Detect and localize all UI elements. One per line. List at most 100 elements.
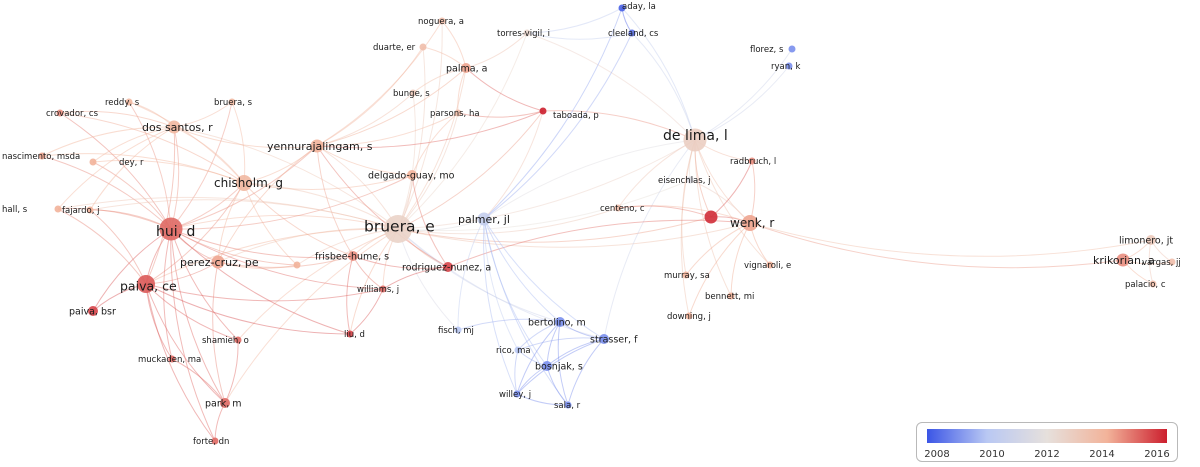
author-node[interactable] bbox=[348, 251, 358, 261]
author-label[interactable]: dey, r bbox=[119, 158, 144, 168]
author-node[interactable] bbox=[1168, 258, 1176, 266]
author-node[interactable] bbox=[293, 261, 301, 269]
author-node[interactable] bbox=[443, 262, 453, 272]
author-node[interactable] bbox=[419, 43, 427, 51]
author-node[interactable] bbox=[788, 45, 796, 53]
author-label[interactable]: taboada, p bbox=[553, 111, 599, 121]
author-label[interactable]: bennett, mi bbox=[705, 292, 754, 302]
author-label[interactable]: radbruch, l bbox=[730, 157, 776, 167]
author-node[interactable] bbox=[539, 107, 547, 115]
author-node[interactable] bbox=[523, 29, 531, 37]
author-label[interactable]: bruera, e bbox=[364, 217, 435, 235]
author-node[interactable] bbox=[682, 271, 690, 279]
author-node[interactable] bbox=[379, 285, 387, 293]
author-node[interactable] bbox=[685, 312, 693, 320]
author-label[interactable]: limonero, jt bbox=[1119, 235, 1173, 246]
author-label[interactable]: fajardo, j bbox=[62, 206, 99, 216]
author-label[interactable]: chisholm, g bbox=[214, 176, 283, 190]
author-label[interactable]: delgado-guay, mo bbox=[368, 170, 455, 181]
author-node[interactable] bbox=[514, 346, 522, 354]
author-node[interactable] bbox=[564, 401, 572, 409]
author-node[interactable] bbox=[89, 158, 97, 166]
author-label[interactable]: rodriguez-nunez, a bbox=[402, 262, 491, 273]
author-node[interactable] bbox=[748, 157, 756, 165]
author-label[interactable]: reddy, s bbox=[105, 98, 140, 108]
author-label[interactable]: willey, j bbox=[499, 390, 531, 400]
author-node[interactable] bbox=[513, 390, 521, 398]
author-label[interactable]: paiva, bsr bbox=[69, 306, 116, 317]
author-label[interactable]: ryan, k bbox=[771, 62, 801, 72]
author-node[interactable] bbox=[766, 261, 774, 269]
author-label[interactable]: eisenchlas, j bbox=[658, 176, 710, 186]
author-label[interactable]: liu, d bbox=[344, 330, 365, 340]
author-node[interactable] bbox=[1149, 280, 1157, 288]
author-label[interactable]: frisbee-hume, s bbox=[315, 251, 389, 262]
author-label[interactable]: hall, s bbox=[2, 205, 28, 215]
author-node[interactable] bbox=[618, 4, 626, 12]
author-label[interactable]: sala, r bbox=[554, 401, 581, 411]
author-label[interactable]: de lima, l bbox=[663, 128, 728, 144]
author-node[interactable] bbox=[599, 334, 609, 344]
author-label[interactable]: paiva, ce bbox=[120, 278, 177, 293]
author-label[interactable]: bunge, s bbox=[393, 89, 430, 99]
author-node[interactable] bbox=[683, 128, 707, 152]
author-label[interactable]: shamieh, o bbox=[202, 336, 249, 346]
author-node[interactable] bbox=[86, 206, 94, 214]
author-label[interactable]: duarte, er bbox=[373, 43, 416, 53]
author-label[interactable]: bosnjak, s bbox=[535, 361, 583, 372]
author-node[interactable] bbox=[346, 330, 354, 338]
author-label[interactable]: fisch, mj bbox=[438, 326, 474, 336]
author-label[interactable]: florez, s bbox=[750, 45, 784, 55]
author-node[interactable] bbox=[159, 217, 183, 241]
author-node[interactable] bbox=[168, 355, 176, 363]
author-node[interactable] bbox=[236, 175, 252, 191]
author-node[interactable] bbox=[228, 98, 236, 106]
author-label[interactable]: palacio, c bbox=[1125, 280, 1166, 290]
author-label[interactable]: murray, sa bbox=[664, 271, 710, 281]
author-label[interactable]: noguera, a bbox=[418, 17, 464, 27]
author-label[interactable]: yennurajalingam, s bbox=[267, 140, 373, 153]
author-node[interactable] bbox=[704, 210, 718, 224]
author-node[interactable] bbox=[56, 109, 64, 117]
author-node[interactable] bbox=[477, 212, 491, 226]
author-label[interactable]: aday, la bbox=[622, 2, 656, 12]
author-label[interactable]: perez-cruz, pe bbox=[180, 256, 259, 269]
author-node[interactable] bbox=[454, 109, 462, 117]
author-node[interactable] bbox=[310, 139, 324, 153]
author-label[interactable]: downing, j bbox=[667, 312, 711, 322]
author-label[interactable]: torres-vigil, i bbox=[497, 29, 550, 39]
author-label[interactable]: dos santos, r bbox=[142, 121, 213, 134]
author-node[interactable] bbox=[454, 326, 462, 334]
author-label[interactable]: strasser, f bbox=[590, 334, 638, 345]
author-node[interactable] bbox=[54, 205, 62, 213]
author-node[interactable] bbox=[125, 98, 133, 106]
author-label[interactable]: parsons, ha bbox=[430, 109, 480, 119]
author-node[interactable] bbox=[167, 120, 181, 134]
author-node[interactable] bbox=[384, 215, 412, 243]
author-node[interactable] bbox=[1116, 253, 1130, 267]
author-node[interactable] bbox=[542, 361, 552, 371]
author-node[interactable] bbox=[628, 29, 636, 37]
author-label[interactable]: cleeland, cs bbox=[608, 29, 659, 39]
author-label[interactable]: muckaden, ma bbox=[138, 355, 201, 365]
author-label[interactable]: park, m bbox=[205, 398, 242, 409]
author-label[interactable]: nascimento, msda bbox=[2, 152, 80, 162]
author-node[interactable] bbox=[555, 317, 565, 327]
author-label[interactable]: hui, d bbox=[156, 224, 195, 240]
author-label[interactable]: palma, a bbox=[446, 63, 487, 74]
author-node[interactable] bbox=[88, 306, 98, 316]
author-node[interactable] bbox=[727, 292, 735, 300]
author-label[interactable]: palmer, jl bbox=[458, 213, 510, 226]
author-node[interactable] bbox=[742, 215, 758, 231]
author-node[interactable] bbox=[38, 152, 46, 160]
author-node[interactable] bbox=[686, 176, 694, 184]
author-label[interactable]: rico, ma bbox=[496, 346, 531, 356]
author-node[interactable] bbox=[614, 204, 622, 212]
author-node[interactable] bbox=[220, 398, 230, 408]
author-label[interactable]: vignaroli, e bbox=[744, 261, 791, 271]
author-node[interactable] bbox=[211, 437, 219, 445]
author-label[interactable]: krikorian, a bbox=[1093, 254, 1155, 267]
author-label[interactable]: bertolino, m bbox=[528, 317, 586, 328]
